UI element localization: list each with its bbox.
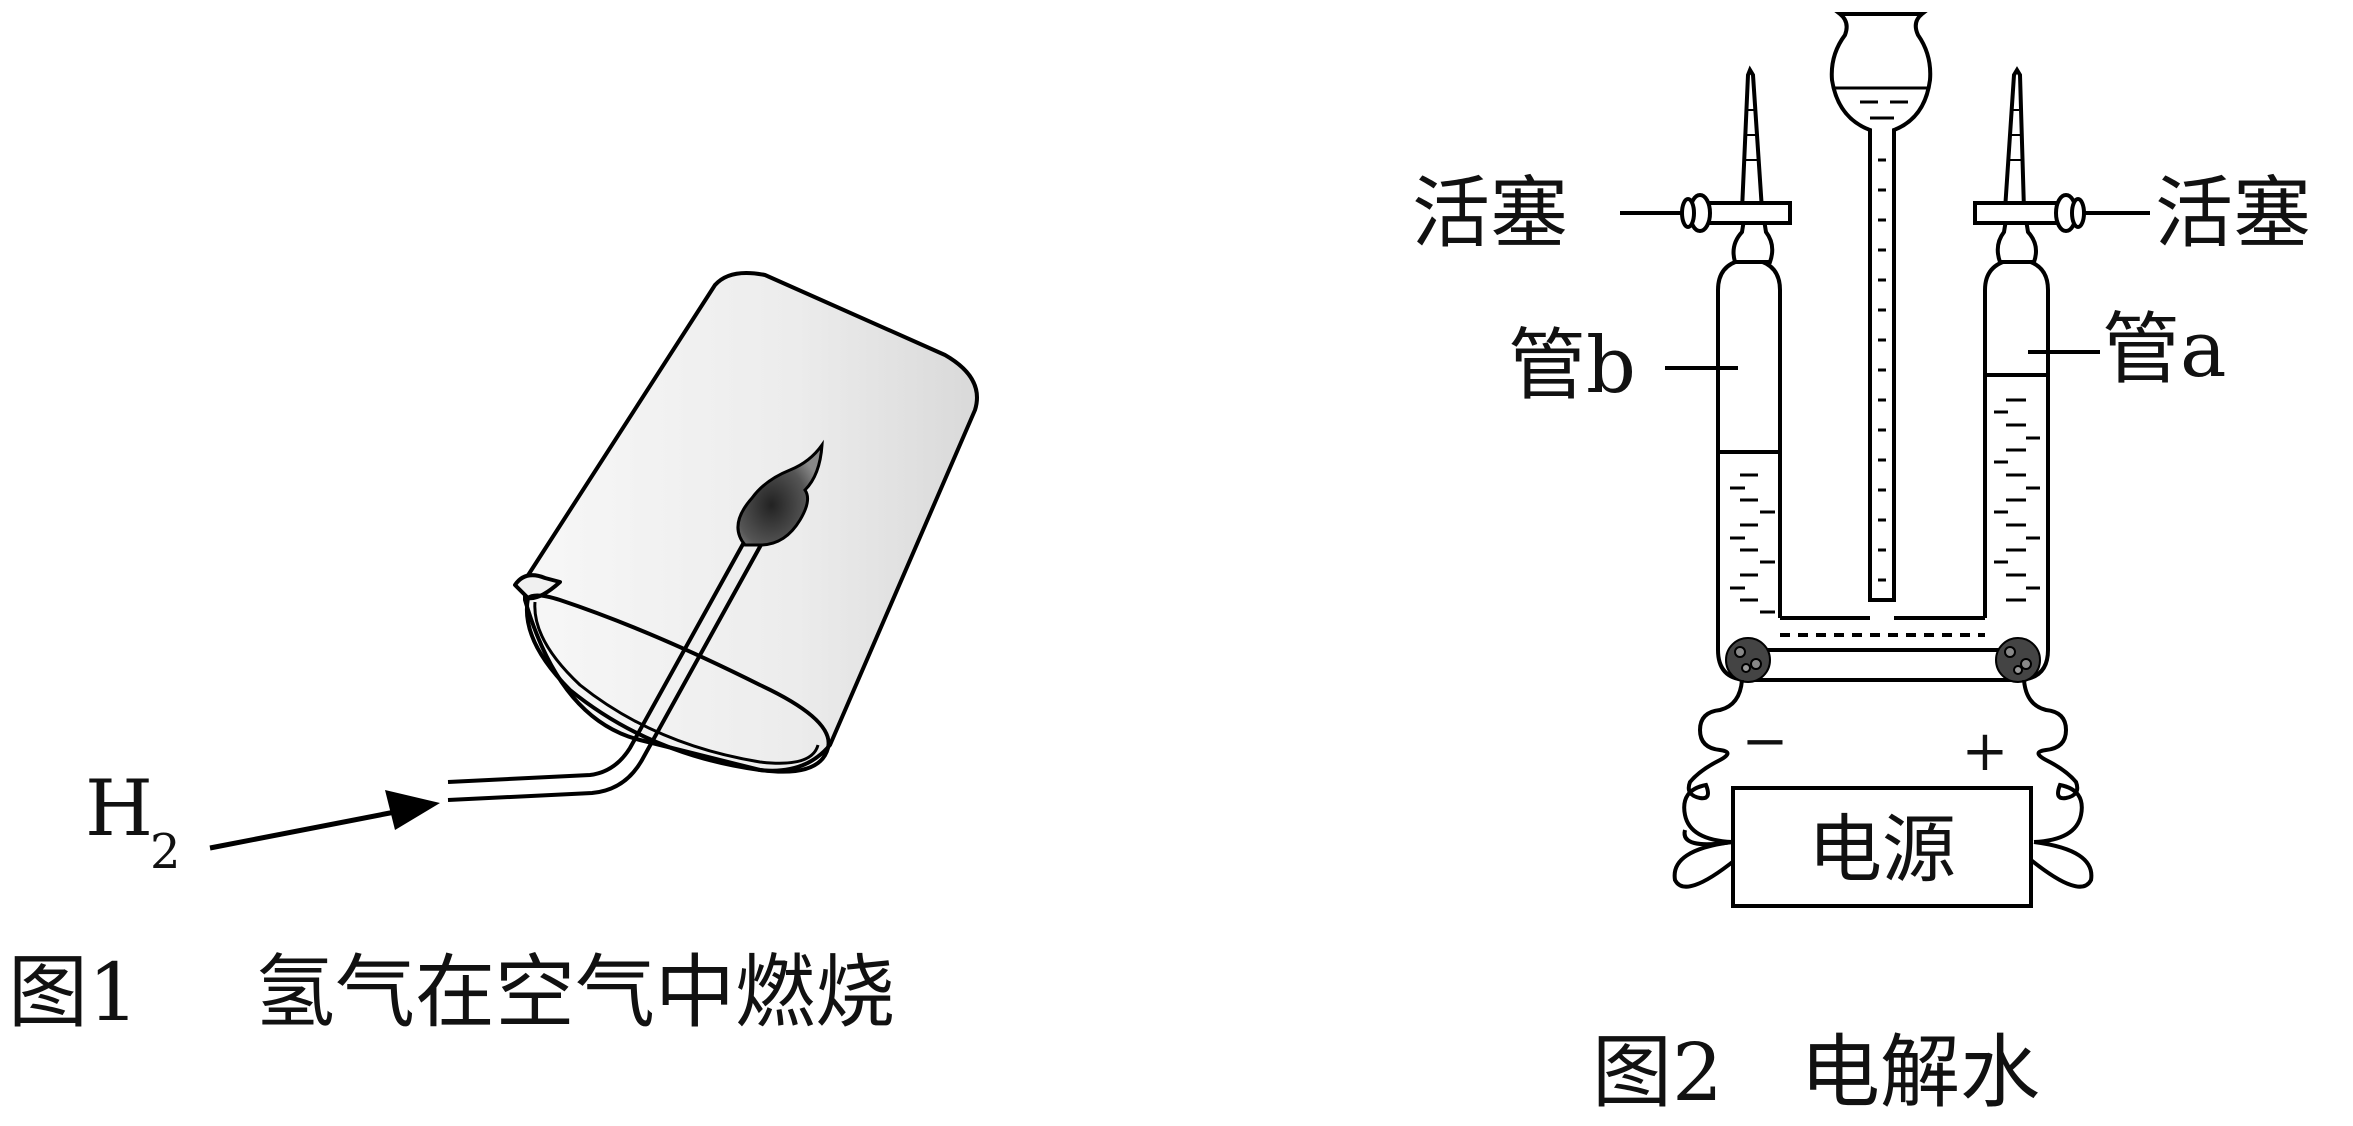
delivery-tube — [447, 534, 764, 802]
figure-2: 电源 − + 活塞 活塞 管b 管a 图2 电解水 — [1412, 12, 2311, 1119]
figure-2-caption: 电解水 — [1800, 1026, 2040, 1119]
tube-b-label: 管b — [1508, 321, 1636, 411]
stopcock-right-label: 活塞 — [2155, 169, 2311, 259]
tube-b-nozzle — [1731, 65, 1775, 264]
u-tube — [1716, 258, 2050, 682]
center-stem-water — [1878, 158, 1886, 582]
figure-2-number: 图2 — [1592, 1026, 1723, 1119]
figure-1: H 2 图1 氢气在空气中燃烧 — [8, 271, 979, 1039]
figure-1-caption: 氢气在空气中燃烧 — [255, 946, 895, 1039]
tube-b-water — [1718, 450, 1780, 614]
tube-a-nozzle — [1995, 66, 2038, 264]
flame — [736, 439, 824, 547]
gas-label: H — [85, 764, 153, 854]
anode-sign: + — [1962, 719, 2009, 784]
figure-1-number: 图1 — [8, 946, 139, 1039]
stopcock-left-label: 活塞 — [1412, 169, 1568, 259]
wires — [1672, 679, 2094, 889]
stopcock-left[interactable] — [1620, 193, 1792, 233]
power-supply-box — [1731, 786, 2033, 908]
anode-electrode — [1995, 637, 2041, 683]
power-supply-label: 电源 — [1808, 807, 1956, 893]
reservoir-funnel — [1829, 12, 1933, 602]
gas-flow-arrow — [209, 790, 440, 851]
tube-a-water — [1985, 373, 2048, 602]
cathode-sign: − — [1742, 709, 1789, 774]
stopcock-right[interactable] — [1973, 193, 2150, 233]
cathode-electrode — [1725, 637, 1771, 683]
gas-subscript: 2 — [150, 824, 181, 880]
tube-a-label: 管a — [2102, 305, 2227, 395]
